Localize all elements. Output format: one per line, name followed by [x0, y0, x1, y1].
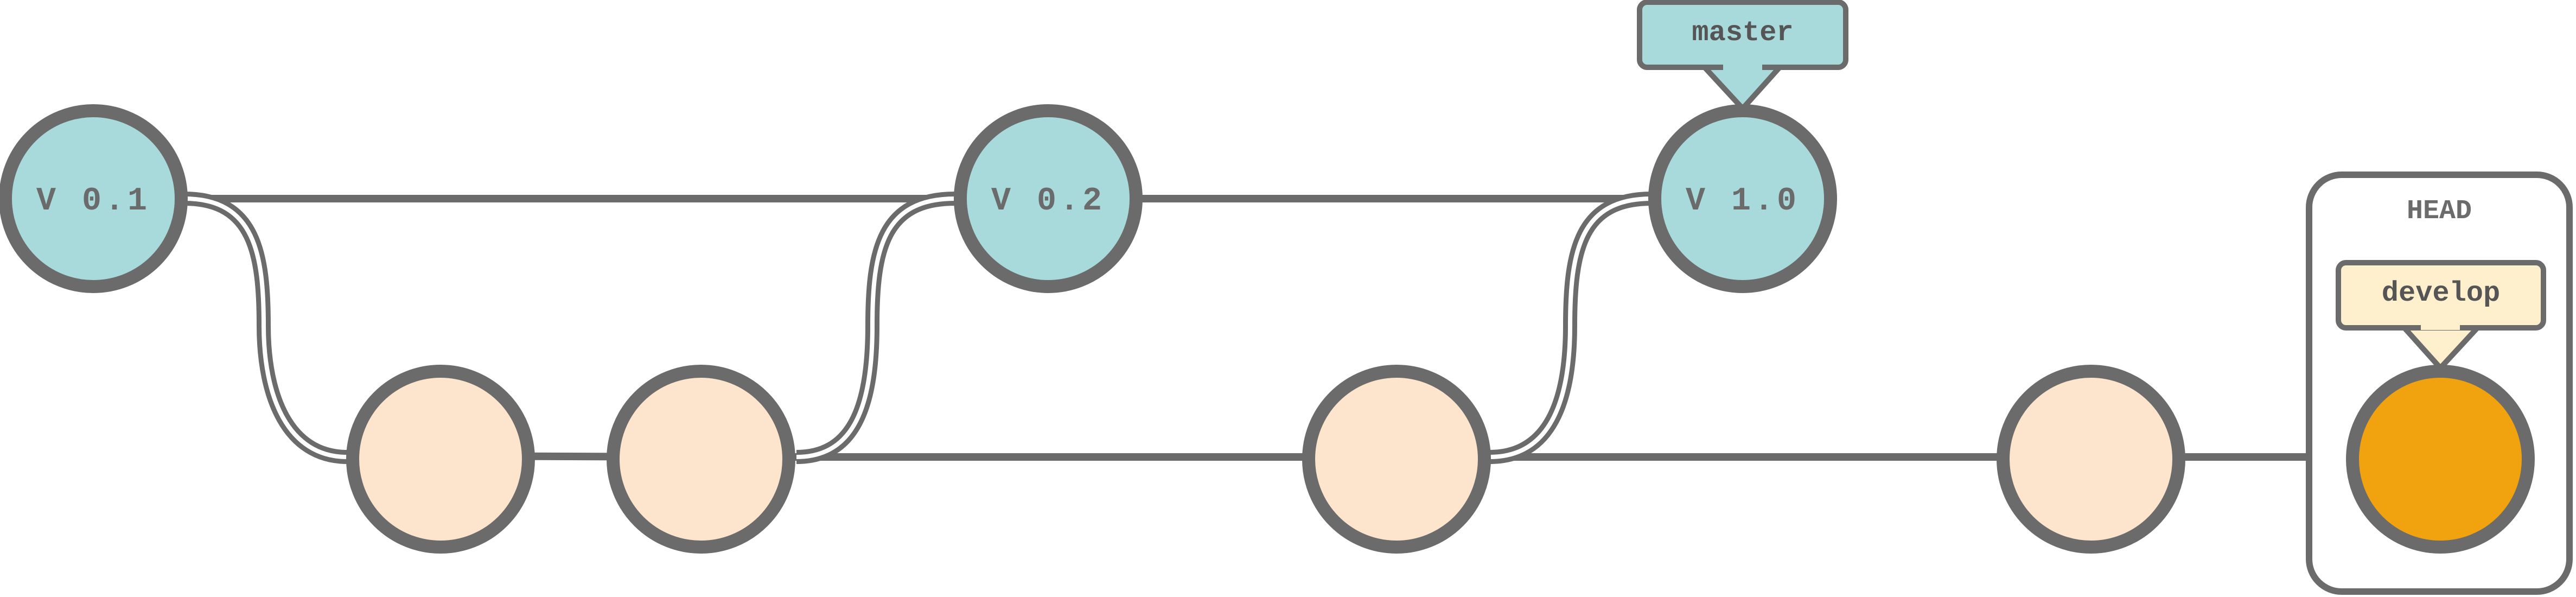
master-tag: master: [1637, 0, 1848, 111]
develop-commit-2: [607, 365, 795, 554]
develop-commit-3: [1302, 365, 1491, 554]
develop-commit-1: [346, 365, 535, 554]
commit-label-v02: V 0.2: [991, 183, 1105, 220]
merge-curve-develop-to-v02: [796, 192, 955, 464]
master-commit-v02: V 0.2: [954, 104, 1143, 293]
head-label: HEAD: [2407, 196, 2472, 227]
develop-tag-label: develop: [2382, 277, 2500, 309]
master-commit-v10: V 1.0: [1648, 104, 1837, 293]
master-commits: V 0.1 V 0.2 V 1.0: [0, 104, 1837, 293]
master-commit-v01: V 0.1: [0, 104, 188, 293]
develop-commit-4: [1997, 365, 2185, 554]
develop-commits: [346, 365, 2535, 554]
commit-label-v10: V 1.0: [1686, 183, 1800, 220]
master-tag-label: master: [1692, 17, 1793, 49]
merge-curves: [184, 192, 1652, 464]
head-commit: [2346, 365, 2535, 554]
develop-tag: develop: [2336, 260, 2546, 371]
commit-label-v01: V 0.1: [36, 183, 150, 220]
